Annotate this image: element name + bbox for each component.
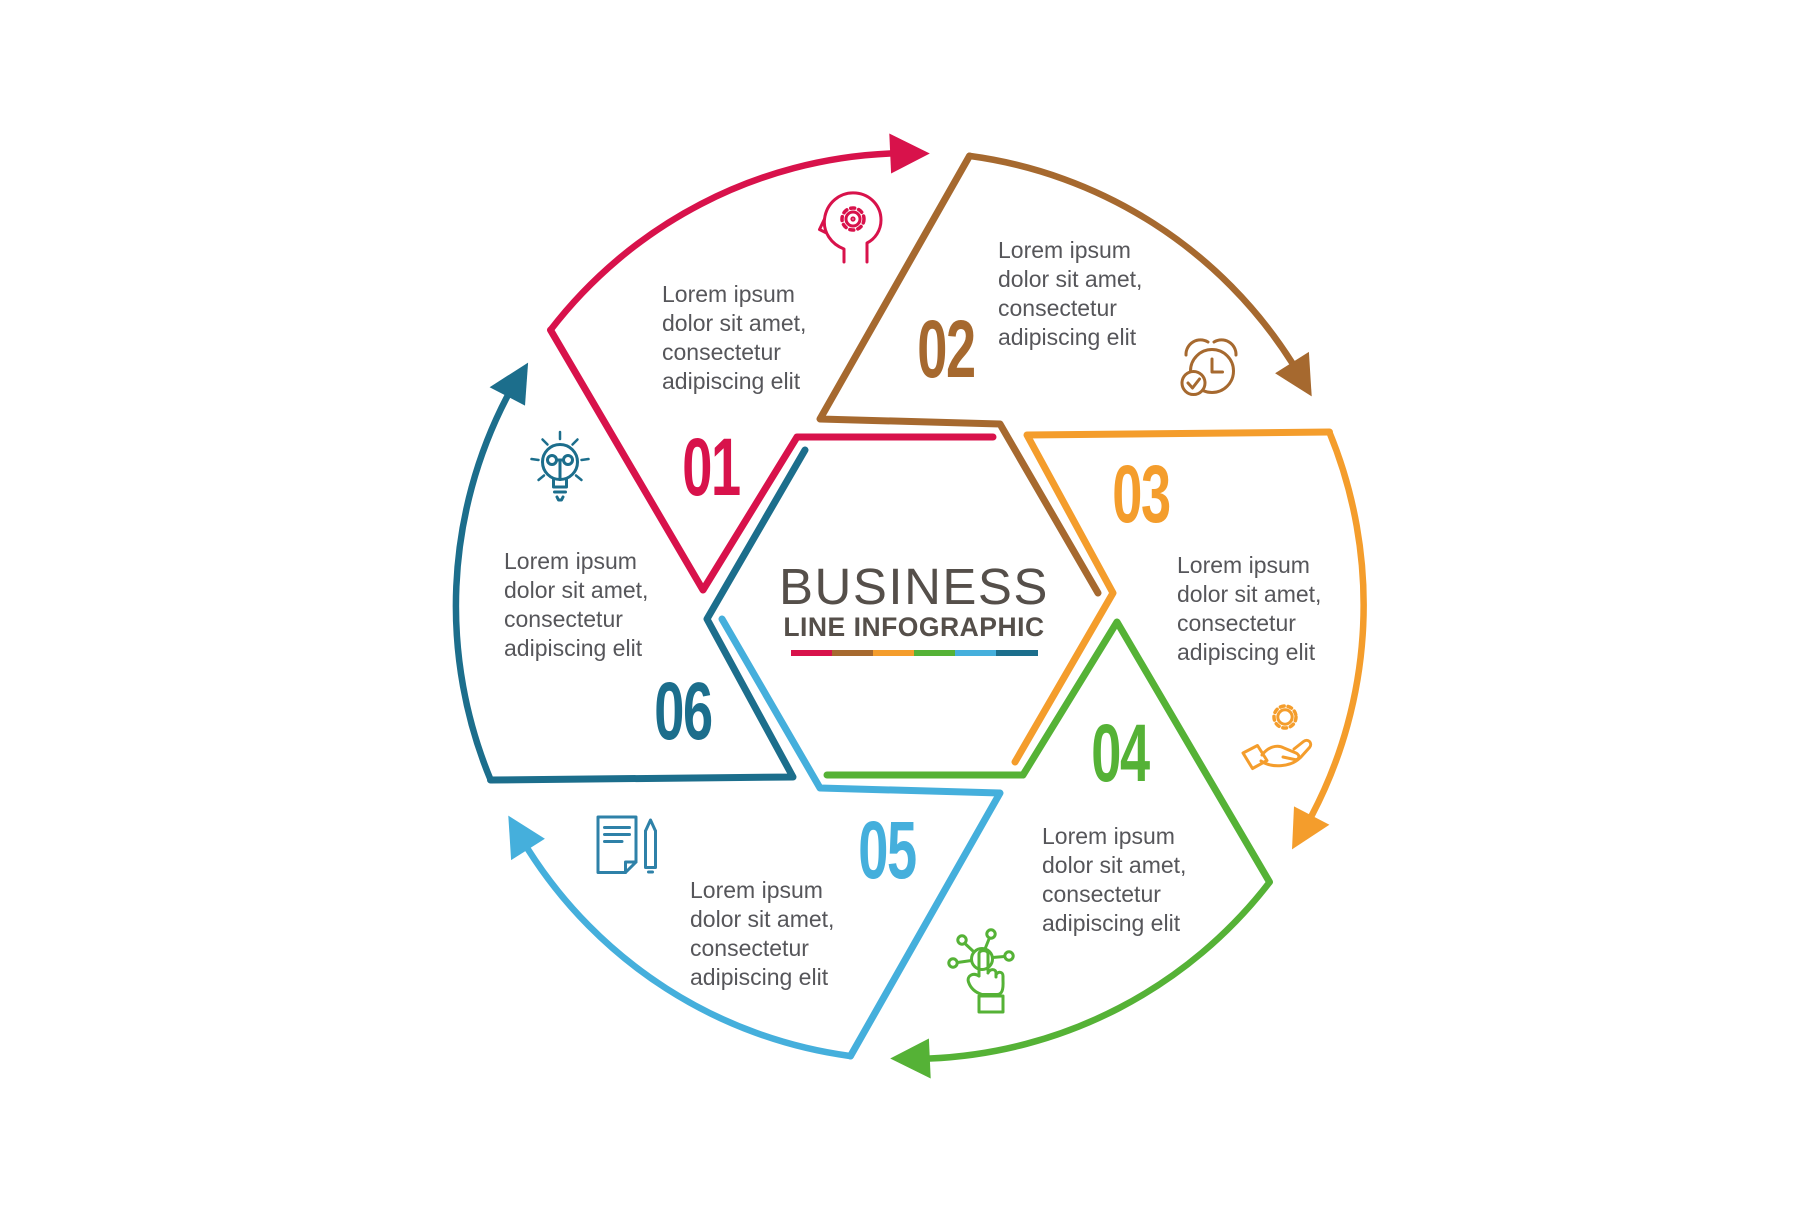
segment-04-number: 04 bbox=[1091, 708, 1150, 799]
segment-02-number: 02 bbox=[917, 304, 976, 395]
segment-06-flow-arc bbox=[452, 393, 511, 784]
segment-03-arrowhead-icon bbox=[1292, 806, 1330, 850]
segment-02-arrowhead-icon bbox=[1275, 351, 1312, 397]
alarm-clock-icon bbox=[1180, 338, 1238, 396]
segment-05-arrowhead-icon bbox=[508, 815, 545, 861]
segment-02-flow-arc bbox=[966, 152, 1296, 366]
segment-04-arrowhead-icon bbox=[890, 1038, 931, 1079]
segment-03-flow-arc bbox=[1308, 428, 1367, 819]
segment-06-outline bbox=[487, 446, 809, 784]
lightbulb-icon bbox=[530, 430, 590, 502]
title-underline bbox=[790, 650, 1038, 656]
underline-segment-5 bbox=[955, 650, 997, 656]
center-title-block: BUSINESS LINE INFOGRAPHIC bbox=[764, 560, 1064, 656]
document-pencil-icon bbox=[596, 815, 657, 874]
underline-segment-2 bbox=[831, 650, 873, 656]
segment-01-text: Lorem ipsum dolor sit amet, consectetur … bbox=[662, 281, 807, 394]
touch-network-icon bbox=[947, 928, 1015, 1014]
segment-03-outline bbox=[1011, 428, 1333, 766]
segment-02-outline bbox=[816, 152, 1102, 597]
hand-gear-icon bbox=[1241, 704, 1313, 770]
underline-segment-6 bbox=[996, 650, 1038, 656]
segment-06-arrowhead-icon bbox=[489, 362, 529, 406]
segment-03-text: Lorem ipsum dolor sit amet, consectetur … bbox=[1177, 552, 1322, 665]
segment-02-text: Lorem ipsum dolor sit amet, consectetur … bbox=[998, 237, 1143, 350]
segment-04-outline bbox=[823, 618, 1273, 886]
title-main: BUSINESS bbox=[779, 558, 1049, 615]
segment-01-flow-arc bbox=[547, 150, 894, 334]
segment-04-text: Lorem ipsum dolor sit amet, consectetur … bbox=[1042, 823, 1187, 936]
segment-05-outline bbox=[718, 615, 1004, 1060]
head-gear-icon bbox=[818, 191, 883, 264]
underline-segment-4 bbox=[914, 650, 956, 656]
segment-05-number: 05 bbox=[858, 805, 917, 896]
underline-segment-1 bbox=[790, 650, 832, 656]
segment-03-number: 03 bbox=[1112, 449, 1171, 540]
title-sub: LINE INFOGRAPHIC bbox=[783, 612, 1045, 642]
segment-01-arrowhead-icon bbox=[889, 133, 930, 174]
underline-segment-3 bbox=[872, 650, 915, 656]
segment-01-number: 01 bbox=[682, 422, 741, 513]
segment-06-number: 06 bbox=[654, 666, 713, 757]
segment-05-flow-arc bbox=[524, 846, 854, 1060]
segment-01-outline bbox=[547, 326, 997, 594]
segment-04-flow-arc bbox=[926, 879, 1273, 1062]
segment-05-text: Lorem ipsum dolor sit amet, consectetur … bbox=[690, 877, 835, 990]
segment-06-text: Lorem ipsum dolor sit amet, consectetur … bbox=[504, 548, 649, 661]
